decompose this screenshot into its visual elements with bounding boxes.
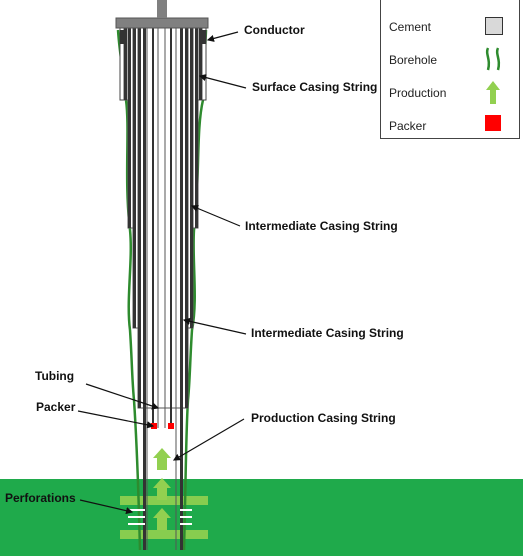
- legend-production-label: Production: [389, 86, 447, 100]
- ground-formation: [0, 479, 523, 556]
- label-conductor: Conductor: [244, 23, 305, 37]
- perforation-shots: [128, 509, 192, 525]
- label-packer: Packer: [36, 400, 76, 414]
- label-production-casing: Production Casing String: [251, 411, 396, 425]
- cement-swatch-icon: [485, 17, 503, 35]
- legend-packer-label: Packer: [389, 119, 427, 133]
- inner-lines: [146, 28, 177, 550]
- label-tubing: Tubing: [35, 369, 75, 383]
- casing-walls: [124, 28, 202, 550]
- legend-cement-label: Cement: [389, 20, 432, 34]
- cement-shoe-right: [201, 30, 206, 44]
- legend-borehole-label: Borehole: [389, 53, 438, 67]
- packer-right: [168, 423, 174, 429]
- packer-swatch-icon: [485, 115, 501, 131]
- legend-box: Cement Borehole Production Packer: [380, 0, 520, 139]
- label-intermediate-casing-1: Intermediate Casing String: [245, 219, 398, 233]
- perforation-bands: [120, 496, 208, 539]
- production-arrow-icon: [486, 81, 500, 104]
- label-perforations: Perforations: [5, 491, 76, 505]
- cement-shoe-left: [120, 30, 125, 44]
- borehole-wave-icon: [485, 47, 501, 71]
- production-arrows: [153, 448, 171, 530]
- wellhead-plate: [115, 17, 209, 29]
- wellhead-stem: [157, 0, 167, 18]
- leader-lines: [77, 31, 247, 515]
- label-intermediate-casing-2: Intermediate Casing String: [251, 326, 404, 340]
- label-surface-casing: Surface Casing String: [252, 80, 378, 94]
